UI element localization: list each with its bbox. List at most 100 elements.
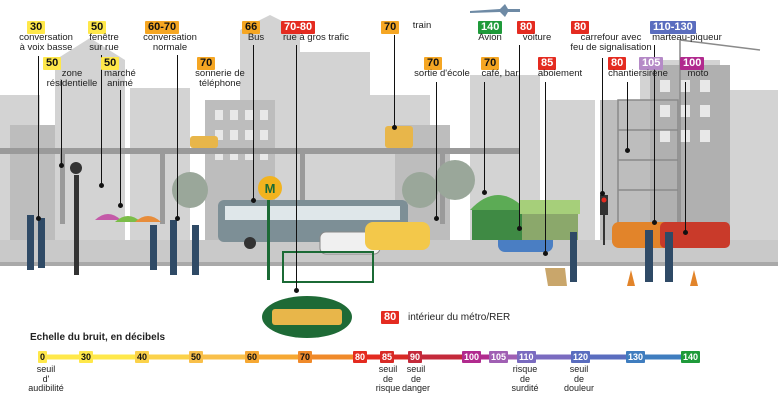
label-carrefour: carrefour avec feu de signalisation [570, 32, 652, 53]
pin-voix-basse [38, 56, 39, 218]
street-lamp-icon [70, 162, 82, 275]
scale-tick-85: 85 [380, 351, 395, 363]
pin-marche [120, 90, 121, 205]
pin-dot-cafe [482, 190, 487, 195]
dog-icon [545, 268, 567, 286]
svg-text:M: M [265, 181, 276, 196]
traffic-light-icon [600, 195, 608, 245]
elevated-railway [0, 148, 520, 154]
pin-cafe [484, 82, 485, 192]
pin-moto [685, 82, 686, 232]
label-train: train [412, 20, 432, 31]
badge-conv-normale: 60-70 [145, 21, 180, 34]
pin-fenetre [101, 55, 102, 185]
pin-dot-zone-res [59, 163, 64, 168]
train-icon [190, 136, 218, 148]
pin-dot-voix-basse [36, 216, 41, 221]
label-avion: Avion [478, 32, 502, 43]
pin-zone-res [61, 80, 62, 165]
label-conv-normale: conversation normale [143, 32, 197, 53]
pin-dot-chantier [625, 148, 630, 153]
badge-carrefour: 80 [571, 21, 590, 34]
label-chantier: chantier [608, 68, 642, 79]
scale-tick-50: 50 [189, 351, 204, 363]
scale-tick-130: 130 [626, 351, 646, 363]
pin-carrefour [602, 58, 603, 193]
label-zone-res: zone résidentielle [46, 68, 98, 89]
label-voiture: voiture [522, 32, 552, 43]
trees [172, 160, 475, 208]
badge-zone-res: 50 [43, 57, 62, 70]
scale-note-0: seuil d' audibilité [28, 364, 64, 393]
label-ecole: sortie d'école [414, 68, 470, 79]
badge-chantier: 80 [608, 57, 627, 70]
scale-tick-0: 0 [38, 351, 48, 363]
badge-cafe: 70 [481, 57, 500, 70]
label-voix-basse: conversation à voix basse [19, 32, 73, 53]
train-icon-2 [385, 126, 413, 148]
traffic-cones [627, 270, 698, 286]
pin-dot-conv-normale [175, 216, 180, 221]
badge-aboiement: 85 [538, 57, 557, 70]
metro-entrance: M [258, 176, 374, 283]
pin-dot-voiture [517, 226, 522, 231]
scale-note-110: risque de surdité [511, 364, 539, 393]
label-telephone: sonnerie de téléphone [195, 68, 245, 89]
badge-moto: 100 [680, 57, 705, 70]
pin-dot-bus [251, 198, 256, 203]
badge-voiture: 80 [517, 21, 536, 34]
scale-tick-80: 80 [353, 351, 368, 363]
scale-note-120: seuil de douleur [563, 364, 595, 393]
scale-tick-90: 90 [408, 351, 423, 363]
pin-chantier [627, 82, 628, 150]
pin-dot-carrefour [600, 191, 605, 196]
pin-dot-trafic [294, 288, 299, 293]
metro-label: intérieur du métro/RER [408, 312, 511, 323]
badge-ecole: 70 [424, 57, 443, 70]
pin-train [394, 35, 395, 127]
metro-badge: 80 [381, 311, 400, 324]
cafe-building [470, 195, 580, 240]
badge-marche: 50 [101, 57, 120, 70]
badge-train: 70 [381, 21, 400, 34]
pin-ecole [436, 82, 437, 218]
badge-marteau: 110-130 [650, 21, 696, 34]
badge-sirene: 105 [639, 57, 664, 70]
pin-bus [253, 45, 254, 200]
label-cafe: café, bar [481, 68, 519, 79]
market-umbrellas [95, 214, 161, 222]
label-trafic: rue à gros trafic [283, 32, 349, 43]
city-scene: M [0, 4, 778, 286]
scale-tick-100: 100 [462, 351, 482, 363]
label-marteau: marteau-piqueur [652, 32, 722, 43]
scale-tick-120: 120 [571, 351, 591, 363]
scale-tick-105: 105 [489, 351, 509, 363]
scale-tick-30: 30 [79, 351, 94, 363]
pin-dot-moto [683, 230, 688, 235]
pin-marteau [654, 45, 655, 222]
label-fenetre: fenêtre sur rue [89, 32, 119, 53]
scale-tick-40: 40 [135, 351, 150, 363]
pedestrians [27, 215, 673, 282]
pin-dot-marche [118, 203, 123, 208]
scale-note-90: seuil de danger [401, 364, 431, 393]
scale-note-85: seuil de risque [375, 364, 401, 393]
badge-voix-basse: 30 [27, 21, 46, 34]
scale-tick-60: 60 [245, 351, 260, 363]
scale-tick-110: 110 [517, 351, 536, 363]
label-marche: marché animé [104, 68, 136, 89]
pin-aboiement [545, 82, 546, 253]
pin-voiture [519, 45, 520, 228]
label-bus: Bus [247, 32, 265, 43]
badge-trafic: 70-80 [281, 21, 316, 34]
label-moto: moto [687, 68, 709, 79]
metro-train-icon [272, 309, 342, 325]
badge-telephone: 70 [197, 57, 216, 70]
pin-dot-ecole [434, 216, 439, 221]
pin-dot-marteau [652, 220, 657, 225]
pin-trafic [296, 45, 297, 290]
label-aboiement: aboiement [537, 68, 583, 79]
pin-dot-aboiement [543, 251, 548, 256]
airplane-icon [470, 4, 520, 17]
